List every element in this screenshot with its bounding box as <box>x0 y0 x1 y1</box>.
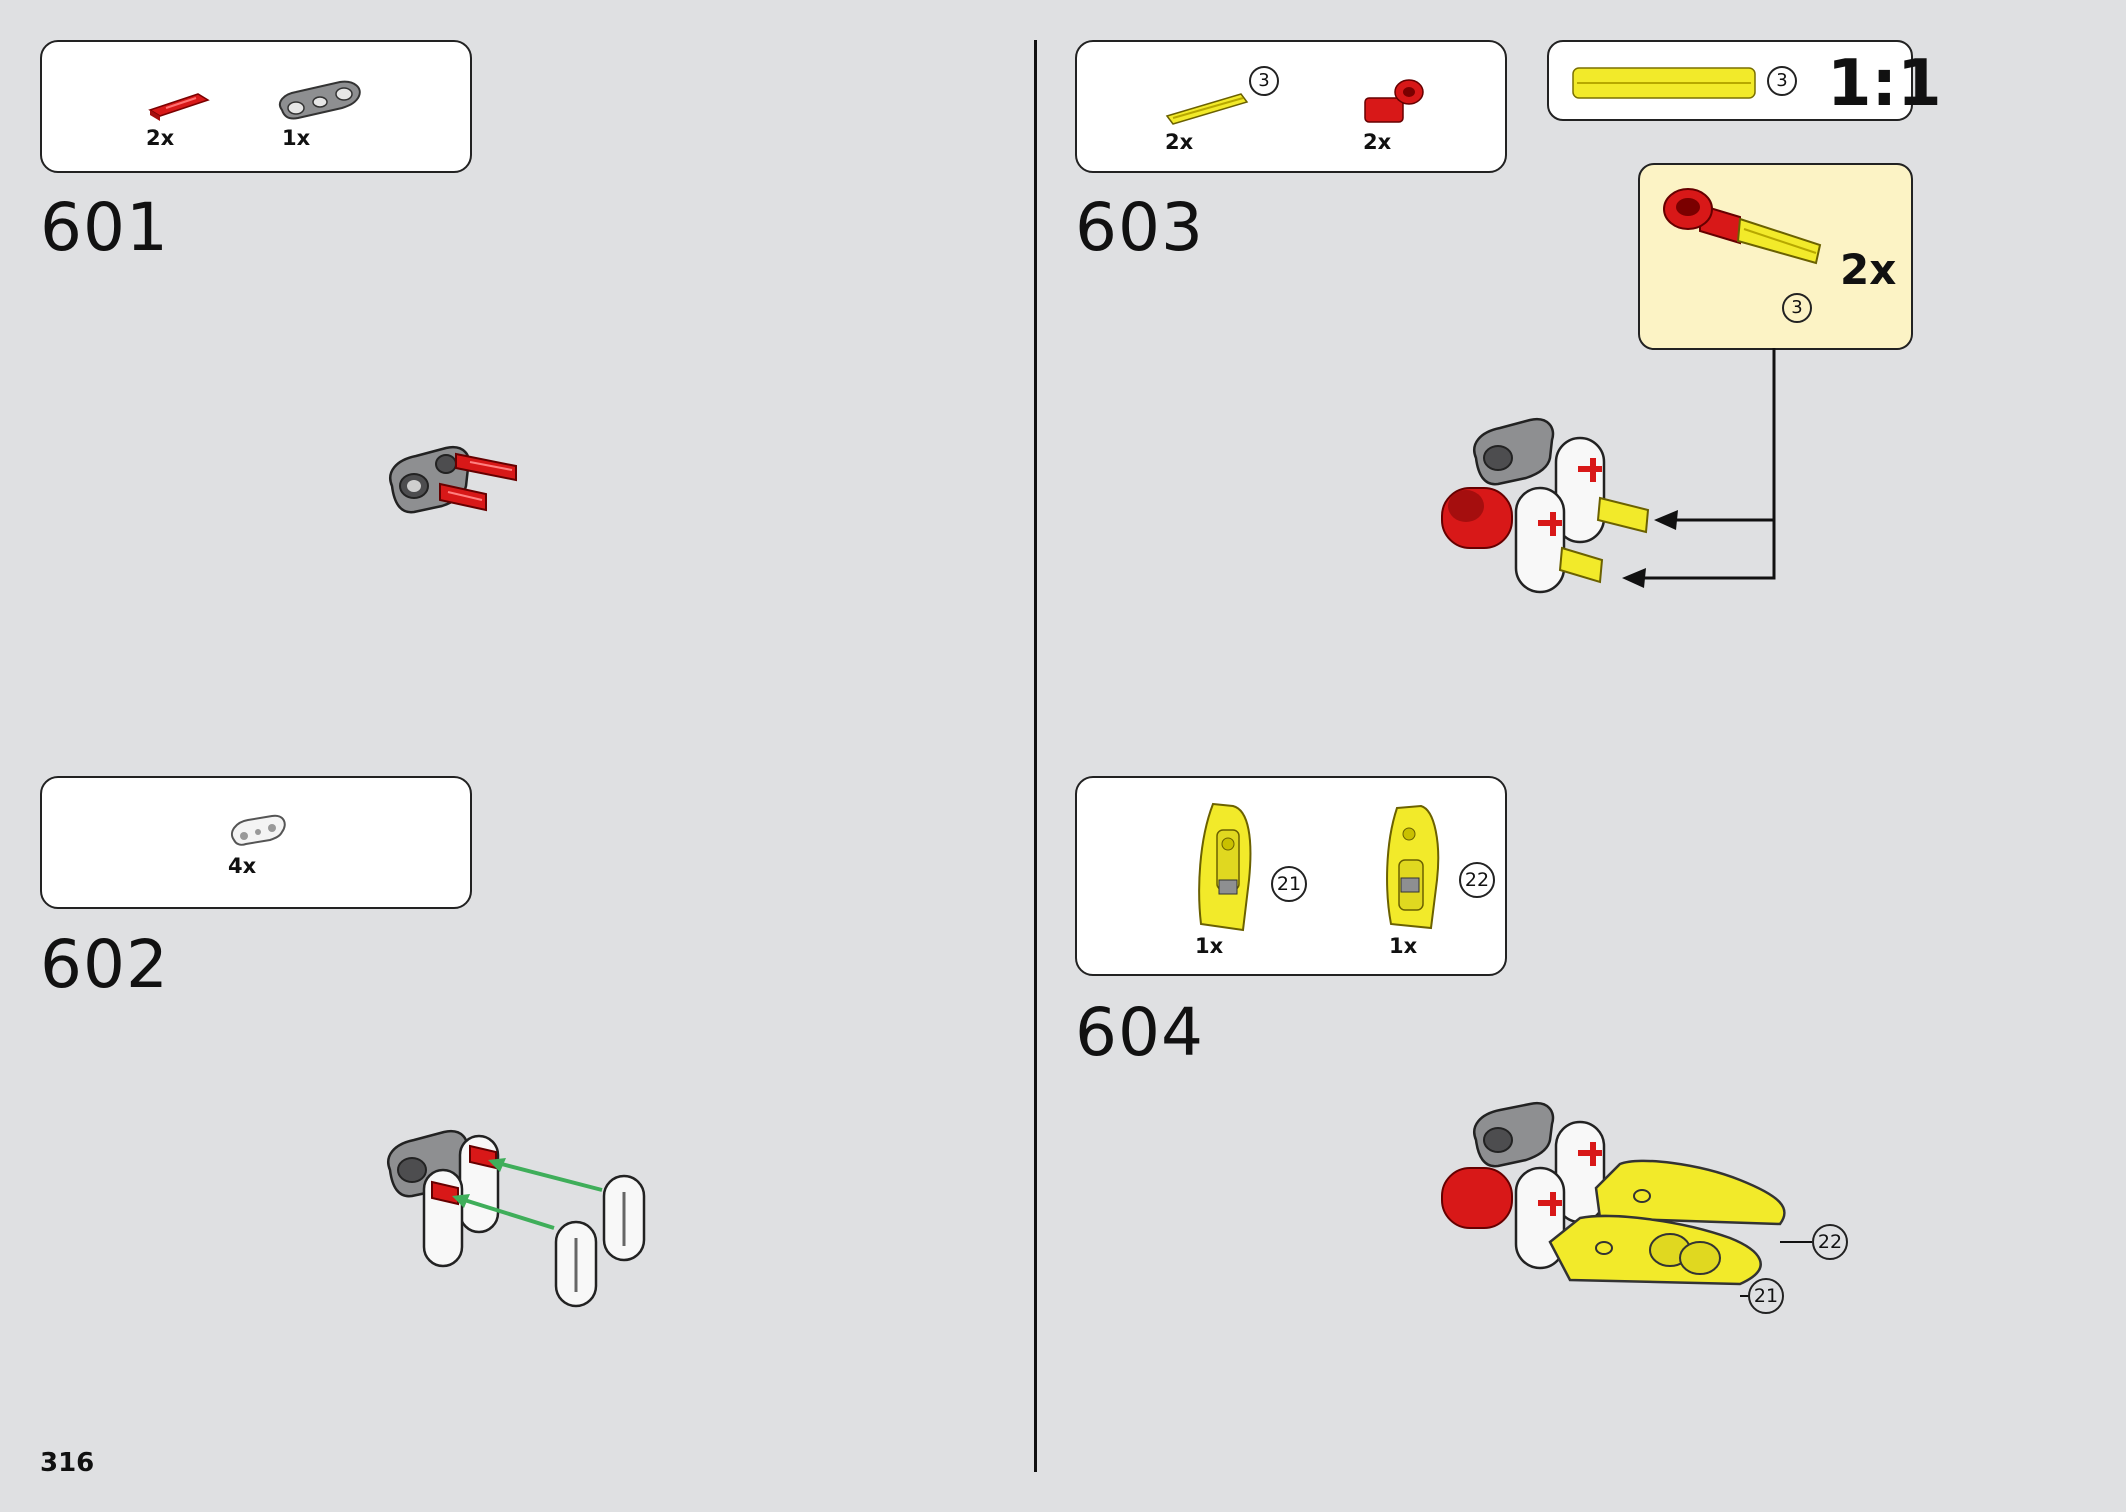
subassembly-callout: 2x 3 <box>1638 163 1913 350</box>
part-qty: 2x <box>1165 130 1194 154</box>
yellow-axle-icon <box>1165 93 1249 125</box>
grey-beam-connector-icon <box>278 80 361 120</box>
part-callout: 22 <box>1459 862 1495 898</box>
part-label-22: 22 <box>1812 1224 1848 1260</box>
scale-label: 1:1 <box>1827 47 1942 121</box>
step-604-assembly <box>1441 1101 1812 1297</box>
callout-length: 3 <box>1782 293 1812 323</box>
yellow-panel-right-icon <box>1386 804 1440 930</box>
step-number: 604 <box>1075 994 1204 1071</box>
part-qty: 1x <box>1389 934 1418 958</box>
part-callout: 21 <box>1271 866 1307 902</box>
step-603-assembly <box>1441 348 1776 594</box>
red-axle-connector-icon <box>1364 79 1424 123</box>
callout-length: 3 <box>1249 66 1279 96</box>
part-qty: 2x <box>146 126 175 150</box>
callout-length: 3 <box>1767 66 1797 96</box>
scale-guide: 3 1:1 <box>1547 40 1942 121</box>
step-601-assembly <box>389 445 517 514</box>
subassembly-qty: 2x <box>1840 245 1897 294</box>
part-qty: 4x <box>228 854 257 878</box>
axle-length-guide-icon <box>1572 67 1756 99</box>
part-qty: 1x <box>1195 934 1224 958</box>
white-thin-liftarm-icon <box>230 814 286 846</box>
step-number: 601 <box>40 189 169 266</box>
red-connector-with-axle-icon <box>1663 188 1822 265</box>
parts-list-601: 2x 1x <box>40 40 472 173</box>
part-qty: 1x <box>282 126 311 150</box>
step-number: 603 <box>1075 189 1204 266</box>
page-divider <box>1034 40 1037 1472</box>
step-602-assembly <box>387 1129 646 1308</box>
step-number: 602 <box>40 926 169 1003</box>
part-qty: 2x <box>1363 130 1392 154</box>
parts-list-602: 4x <box>40 776 472 909</box>
parts-list-604: 21 1x 22 1x <box>1075 776 1507 976</box>
part-label-21: 21 <box>1748 1278 1784 1314</box>
yellow-panel-left-icon <box>1198 802 1252 932</box>
parts-list-603: 3 2x 2x <box>1075 40 1507 173</box>
page-number: 316 <box>40 1448 95 1478</box>
red-axle-pin-icon <box>148 93 210 121</box>
